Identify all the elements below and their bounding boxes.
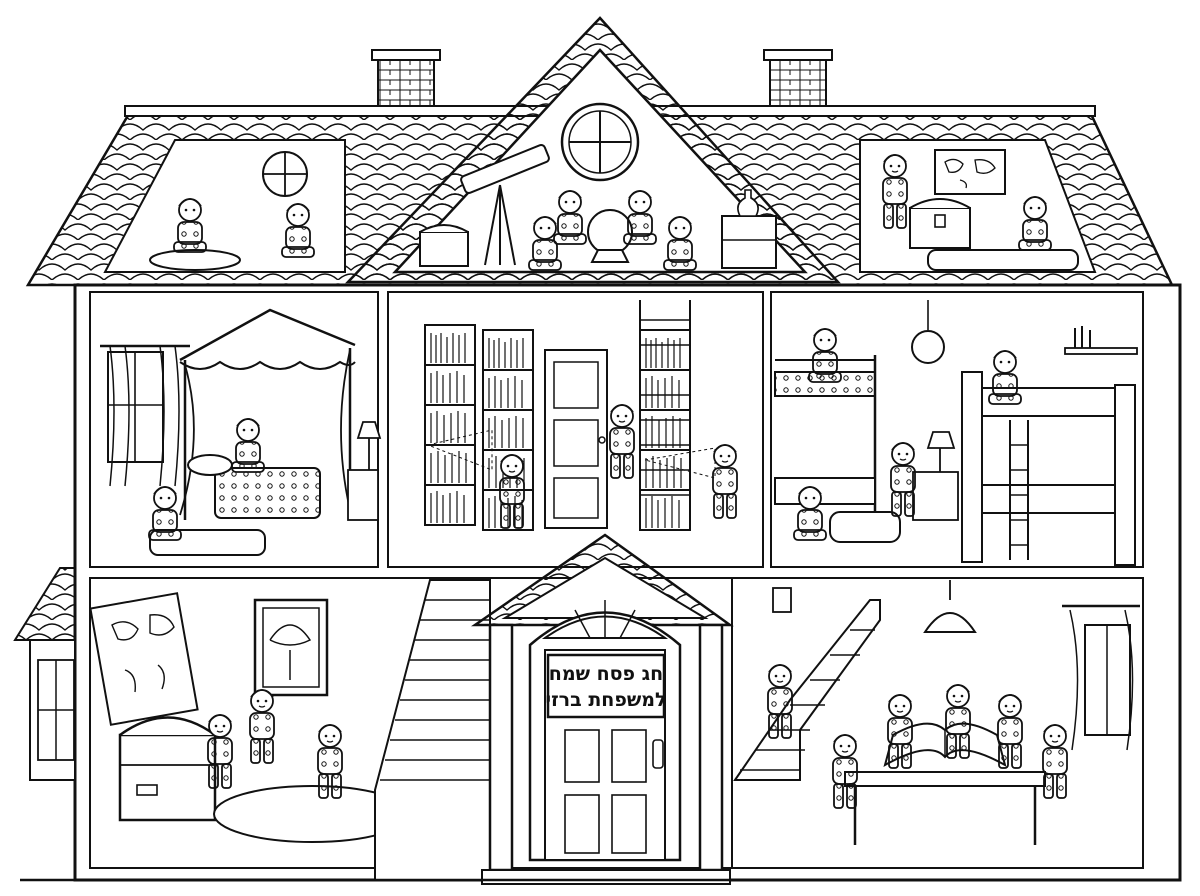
- pendant-lamp-reading: [923, 580, 977, 633]
- kid-attic-4: [663, 216, 697, 271]
- wall-shelf: [1064, 326, 1138, 355]
- world-map-poster: [89, 592, 199, 726]
- sleeping-bag-attic: [927, 249, 1079, 271]
- flashlight-beam-left: [426, 429, 493, 471]
- girl-on-floor: [148, 486, 182, 541]
- small-wall-frame: [772, 587, 792, 613]
- map-treasure-room: [89, 592, 411, 843]
- bookshelf-1: [424, 324, 476, 526]
- attic-left-room: [103, 139, 346, 273]
- nightstand-attic: [721, 189, 777, 269]
- boy-top-bunk: [808, 328, 842, 383]
- central-gable: [345, 16, 841, 284]
- boy-sitting-floor: [793, 486, 827, 541]
- chimney-left: [371, 49, 441, 107]
- attic-ladder: [639, 300, 691, 525]
- bedroom-window: [100, 344, 190, 487]
- library-door: [544, 349, 608, 529]
- bunk-bedroom: [774, 300, 1138, 566]
- telescope: [460, 144, 550, 266]
- bedroom-canopy-room: [100, 308, 382, 556]
- door-sign-line-1: חג פסח שמח: [549, 663, 663, 685]
- side-wing: [13, 567, 76, 781]
- reading-room-window: [1062, 604, 1140, 751]
- round-attic-window: [560, 102, 640, 182]
- kid-attic-2: [553, 190, 587, 245]
- kid-attic-3: [623, 190, 657, 245]
- kid-sleeping-top-bunk: [988, 350, 1022, 405]
- door-handle: [652, 739, 664, 769]
- library-room: [424, 300, 738, 531]
- bookshelf-3: [639, 329, 691, 531]
- flashlight-beam-right: [644, 447, 716, 479]
- small-chest-attic: [419, 224, 469, 267]
- sleeping-bag-bunkroom: [829, 511, 901, 543]
- girl-reading-in-bed: [231, 418, 265, 473]
- treasure-chest: [118, 716, 217, 822]
- girl-reading-attic: [173, 198, 207, 253]
- kid-sitting-attic: [1018, 196, 1052, 251]
- world-map-poster-attic: [934, 149, 1006, 195]
- crystal-ball: [587, 209, 633, 263]
- wall-picture-tree: [253, 598, 329, 697]
- chimney-right: [763, 49, 833, 107]
- door-sign-line-2: למשפחת ברזי: [545, 689, 666, 711]
- round-window-left: [262, 151, 308, 197]
- treasure-chest-attic: [909, 198, 971, 249]
- bedside-lamp-left: [347, 421, 382, 521]
- door-sign: חג פסח שמח למשפחת ברזי: [545, 653, 667, 719]
- front-entry-porch: חג פסח שמח למשפחת ברזי: [470, 533, 734, 885]
- attic-right-room: [859, 139, 1097, 273]
- reading-room: [733, 580, 1140, 845]
- boy-reading-attic: [281, 203, 315, 258]
- ceiling-lamp-bunkroom: [911, 300, 945, 364]
- front-door: [528, 600, 682, 862]
